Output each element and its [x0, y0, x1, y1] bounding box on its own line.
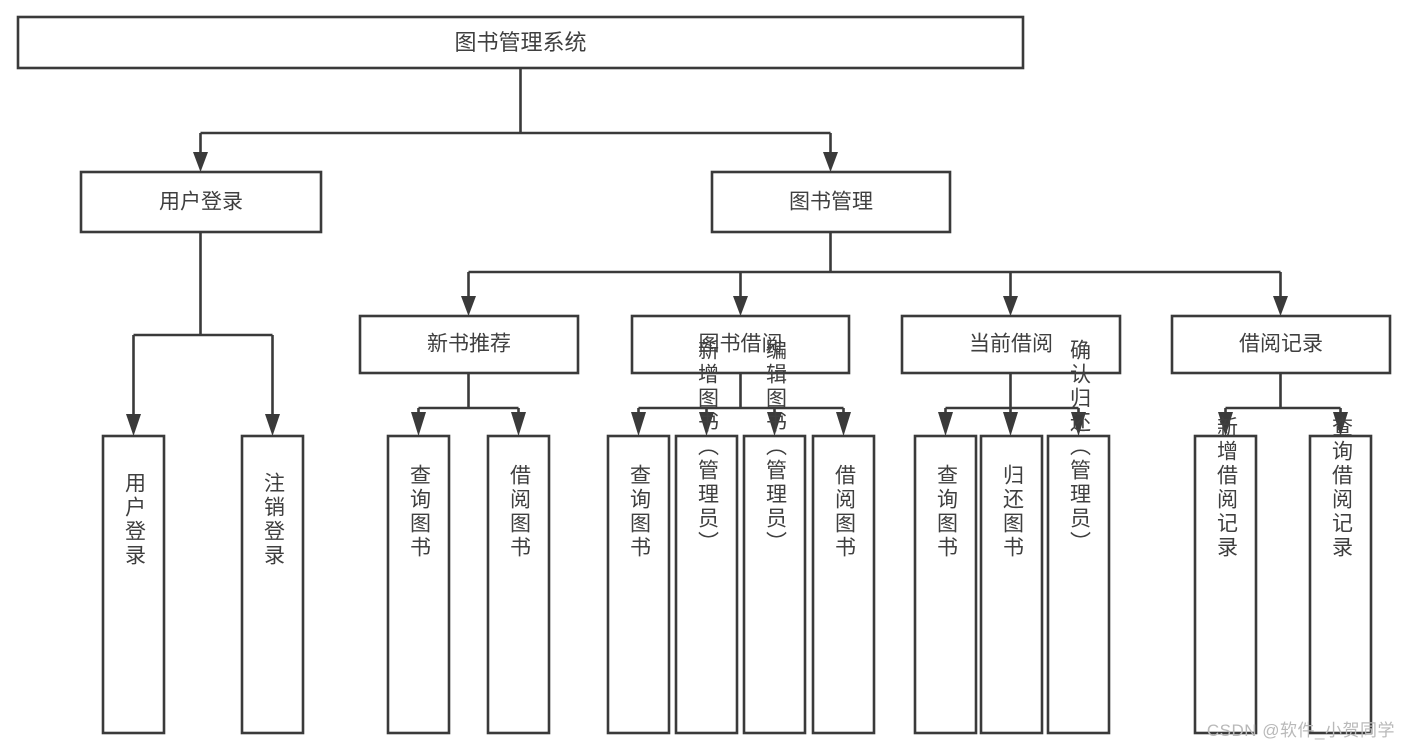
node-book-borrow-label: 图书借阅 — [699, 333, 783, 356]
node-current-borrow-box[interactable] — [900, 314, 1122, 375]
node-leaf-confirm-return-admin[interactable]: 确认归还（管理员） — [1046, 339, 1111, 735]
arrow-head-leaf-user-login — [126, 414, 141, 436]
node-user-login-label: 用户登录 — [159, 191, 243, 214]
node-leaf-query-book-3[interactable]: 查询图书 — [913, 434, 978, 735]
arrow-head-leaf-logout — [265, 414, 280, 436]
node-leaf-add-book-admin-label: 新增图书（管理员） — [696, 339, 720, 555]
node-leaf-query-book-2[interactable]: 查询图书 — [606, 434, 671, 735]
node-root-box[interactable] — [16, 15, 1025, 70]
arrow-head-leaf-query-book-1 — [411, 412, 426, 436]
node-leaf-user-login[interactable]: 用户登录 — [101, 434, 166, 735]
node-book-manage[interactable]: 图书管理 — [710, 170, 952, 234]
node-root[interactable]: 图书管理系统 — [16, 15, 1025, 70]
node-leaf-query-book-3-box[interactable] — [913, 434, 978, 735]
connector-layer — [126, 68, 1348, 436]
node-leaf-user-login-label: 用户登录 — [123, 472, 147, 568]
node-borrow-record[interactable]: 借阅记录 — [1170, 314, 1392, 375]
node-book-manage-label: 图书管理 — [789, 191, 873, 214]
node-leaf-query-book-3-label: 查询图书 — [935, 464, 959, 560]
node-leaf-borrow-book-2-label: 借阅图书 — [833, 464, 857, 560]
node-leaf-edit-book-admin[interactable]: 编辑图书（管理员） — [742, 339, 807, 735]
node-leaf-logout[interactable]: 注销登录 — [240, 434, 305, 735]
node-leaf-query-record-box[interactable] — [1308, 434, 1373, 735]
node-leaf-query-book-2-label: 查询图书 — [628, 464, 652, 560]
arrow-head-leaf-add-book-admin — [699, 412, 714, 436]
node-book-borrow[interactable]: 图书借阅 — [630, 314, 851, 375]
node-new-book-rec-label: 新书推荐 — [427, 333, 511, 356]
arrow-head-leaf-borrow-book-2 — [836, 412, 851, 436]
node-leaf-borrow-book-2[interactable]: 借阅图书 — [811, 434, 876, 735]
node-leaf-add-book-admin-box[interactable] — [674, 434, 739, 735]
node-leaf-query-book-1[interactable]: 查询图书 — [386, 434, 451, 735]
node-current-borrow[interactable]: 当前借阅 — [900, 314, 1122, 375]
node-leaf-borrow-book-1[interactable]: 借阅图书 — [486, 434, 551, 735]
arrow-head-book-borrow — [733, 296, 748, 316]
node-new-book-rec-box[interactable] — [358, 314, 580, 375]
node-user-login-box[interactable] — [79, 170, 323, 234]
arrow-head-borrow-record — [1273, 296, 1288, 316]
arrow-head-leaf-confirm-return-admin — [1071, 412, 1086, 436]
node-book-borrow-box[interactable] — [630, 314, 851, 375]
node-leaf-add-record-box[interactable] — [1193, 434, 1258, 735]
node-root-label: 图书管理系统 — [454, 30, 586, 55]
arrow-head-leaf-edit-book-admin — [767, 412, 782, 436]
arrow-head-leaf-borrow-book-1 — [511, 412, 526, 436]
node-leaf-query-book-1-label: 查询图书 — [408, 464, 432, 560]
arrow-head-book-manage — [823, 152, 838, 172]
node-leaf-return-book-label: 归还图书 — [1001, 464, 1025, 560]
node-leaf-borrow-book-2-box[interactable] — [811, 434, 876, 735]
node-leaf-logout-label: 注销登录 — [262, 472, 286, 568]
node-leaf-logout-box[interactable] — [240, 434, 305, 735]
node-borrow-record-label: 借阅记录 — [1239, 333, 1323, 356]
arrow-head-new-book-rec — [461, 296, 476, 316]
node-leaf-confirm-return-admin-label: 确认归还（管理员） — [1068, 339, 1092, 555]
node-leaf-query-book-2-box[interactable] — [606, 434, 671, 735]
node-leaf-user-login-box[interactable] — [101, 434, 166, 735]
node-leaf-return-book-box[interactable] — [979, 434, 1044, 735]
arrow-head-leaf-query-record — [1333, 412, 1348, 436]
node-borrow-record-box[interactable] — [1170, 314, 1392, 375]
node-leaf-query-record[interactable]: 查询借阅记录 — [1308, 416, 1373, 735]
node-leaf-return-book[interactable]: 归还图书 — [979, 434, 1044, 735]
arrow-head-user-login — [193, 152, 208, 172]
arrow-head-current-borrow — [1003, 296, 1018, 316]
node-leaf-borrow-book-1-box[interactable] — [486, 434, 551, 735]
node-leaf-add-record-label: 新增借阅记录 — [1215, 416, 1239, 560]
arrow-head-leaf-add-record — [1218, 412, 1233, 436]
node-leaf-edit-book-admin-box[interactable] — [742, 434, 807, 735]
node-leaf-query-book-1-box[interactable] — [386, 434, 451, 735]
arrow-head-leaf-query-book-2 — [631, 412, 646, 436]
node-leaf-add-record[interactable]: 新增借阅记录 — [1193, 416, 1258, 735]
arrow-head-leaf-return-book — [1003, 412, 1018, 436]
node-leaf-confirm-return-admin-box[interactable] — [1046, 434, 1111, 735]
node-leaf-edit-book-admin-label: 编辑图书（管理员） — [764, 339, 788, 555]
node-book-manage-box[interactable] — [710, 170, 952, 234]
arrow-head-leaf-query-book-3 — [938, 412, 953, 436]
node-leaf-borrow-book-1-label: 借阅图书 — [508, 464, 532, 560]
node-current-borrow-label: 当前借阅 — [969, 333, 1053, 356]
node-leaf-query-record-label: 查询借阅记录 — [1330, 416, 1354, 560]
node-leaf-add-book-admin[interactable]: 新增图书（管理员） — [674, 339, 739, 735]
node-new-book-rec[interactable]: 新书推荐 — [358, 314, 580, 375]
node-user-login[interactable]: 用户登录 — [79, 170, 323, 234]
